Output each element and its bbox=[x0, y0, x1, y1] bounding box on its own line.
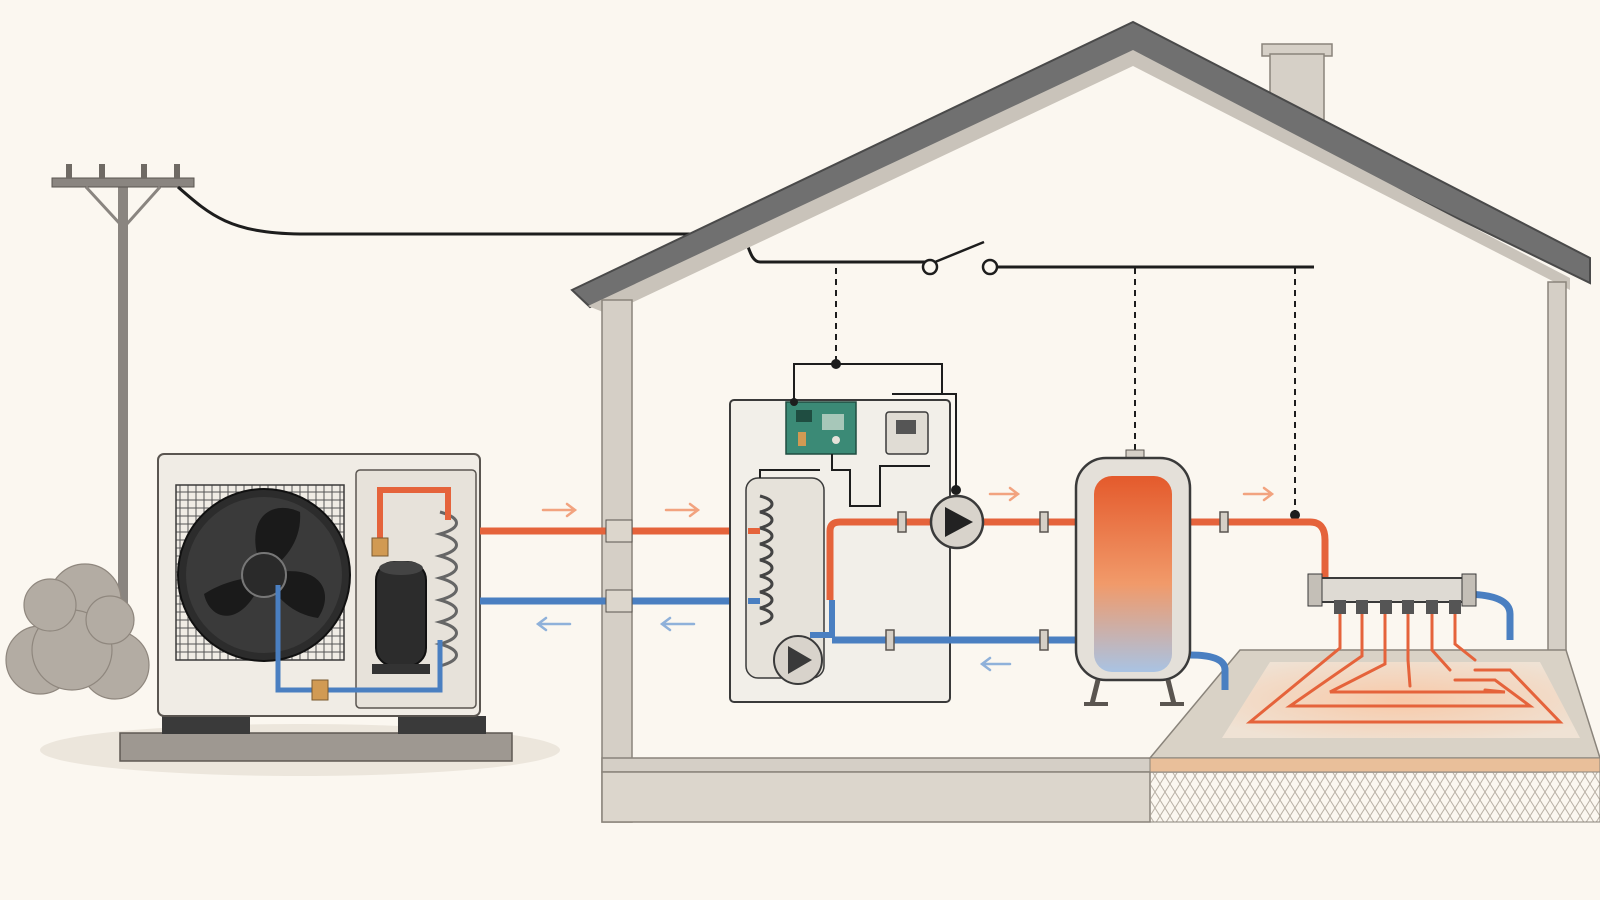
refrigerant-hot-line bbox=[377, 487, 451, 540]
return-arrow bbox=[979, 656, 1012, 672]
concrete-pad bbox=[119, 716, 513, 762]
plate-heat-exchanger bbox=[759, 494, 774, 626]
supply-arrow bbox=[988, 486, 1021, 502]
return-arrow bbox=[659, 616, 696, 632]
supply-arrow bbox=[1242, 486, 1275, 502]
thermostat-icon bbox=[885, 411, 929, 455]
pump-icon bbox=[773, 635, 823, 685]
wall-sleeve bbox=[605, 589, 633, 613]
control-wiring bbox=[759, 268, 1296, 515]
house bbox=[570, 20, 1591, 823]
return-arrow bbox=[535, 616, 572, 632]
supply-arrow bbox=[664, 502, 701, 518]
hot-water-supply bbox=[826, 518, 1329, 600]
shrub bbox=[5, 563, 150, 700]
condenser-coil bbox=[434, 510, 458, 668]
refrigerant-cold-line bbox=[275, 585, 443, 693]
wall-sleeve bbox=[605, 519, 633, 543]
manifold bbox=[1307, 573, 1477, 614]
fan-icon bbox=[177, 488, 351, 662]
outdoor-heat-pump-unit bbox=[157, 453, 481, 717]
buffer-tank bbox=[1074, 449, 1192, 706]
pump-icon bbox=[929, 494, 985, 550]
circuit-board-icon bbox=[785, 401, 857, 455]
power-line bbox=[177, 185, 930, 264]
compressor-icon bbox=[372, 561, 430, 674]
switch-icon bbox=[921, 240, 1314, 276]
underfloor-heating-loops bbox=[1148, 612, 1600, 823]
indoor-hydronic-module bbox=[729, 399, 951, 703]
supply-arrow bbox=[541, 502, 578, 518]
flow-arrows bbox=[535, 486, 1275, 672]
utility-pole bbox=[51, 164, 195, 603]
pipe-unions bbox=[885, 511, 1229, 651]
